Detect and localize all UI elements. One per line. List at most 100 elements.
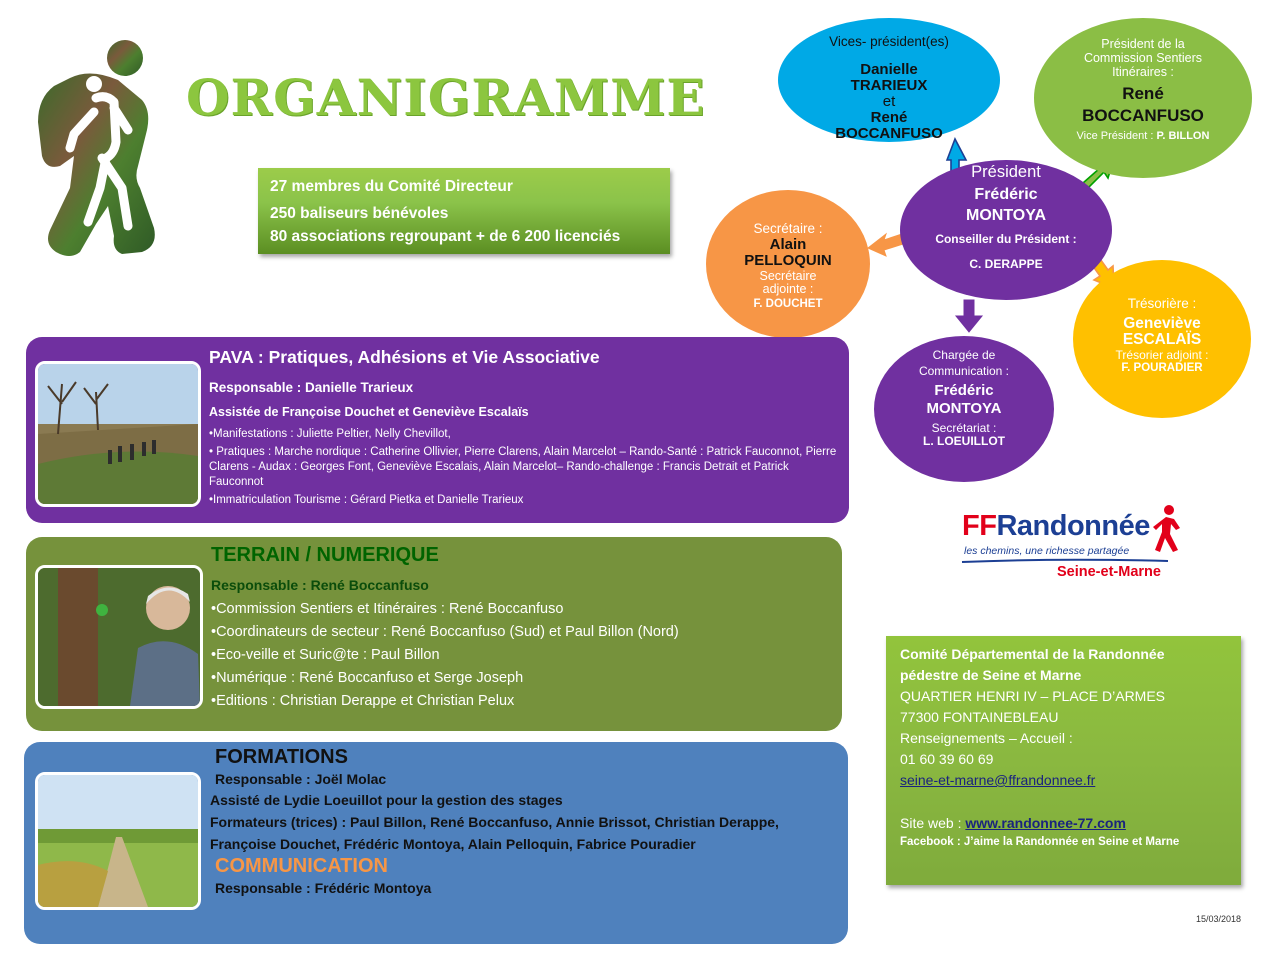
- vice-name4: BOCCANFUSO: [835, 125, 943, 143]
- president-title: Président: [971, 163, 1041, 181]
- commission-vice: Vice Président : P. BILLON: [1034, 130, 1252, 143]
- formations-formateurs: Formateurs (trices) : Paul Billon, René …: [210, 814, 779, 852]
- terrain-heading: TERRAIN / NUMERIQUE: [211, 544, 439, 566]
- commission-name2: BOCCANFUSO: [1082, 106, 1204, 126]
- commission-title1: Président de la: [1101, 37, 1185, 51]
- hiker-logo: [38, 40, 155, 256]
- conseiller-name: C. DERAPPE: [969, 256, 1043, 271]
- pava-content: PAVA : Pratiques, Adhésions et Vie Assoc…: [209, 347, 839, 508]
- bubble-secretaire: Secrétaire : Alain PELLOQUIN Secrétaire …: [706, 190, 870, 338]
- commission-vice-name: P. BILLON: [1156, 130, 1210, 143]
- contact-web: Site web : www.randonnee-77.com: [900, 813, 1227, 834]
- formations-responsable: Responsable : Joël Molac: [215, 771, 387, 787]
- secretaire-adj-name: F. DOUCHET: [753, 297, 823, 310]
- terrain-content: TERRAIN / NUMERIQUE Responsable : René B…: [211, 544, 831, 713]
- communication-sec-label: Secrétariat :: [931, 421, 997, 436]
- communication-heading: COMMUNICATION: [215, 855, 388, 877]
- stats-members: 27 membres du Comité Directeur: [270, 178, 513, 195]
- commission-title2: Commission Sentiers: [1083, 50, 1203, 65]
- formations-assiste: Assisté de Lydie Loeuillot pour la gesti…: [210, 792, 563, 808]
- formations-heading: FORMATIONS: [215, 746, 348, 768]
- tresoriere-name1: Geneviève: [1123, 314, 1201, 332]
- logo-wordmark: FFRandonnée: [962, 510, 1150, 543]
- tresoriere-name2: ESCALAÏS: [1122, 331, 1202, 349]
- pava-item-pratiques: • Pratiques : Marche nordique : Catherin…: [209, 446, 837, 488]
- panel-formations: FORMATIONS Responsable : Joël Molac Assi…: [24, 742, 848, 944]
- terrain-item-eco-veille: •Eco-veille et Suric@te : Paul Billon: [211, 647, 440, 663]
- contact-web-link[interactable]: www.randonnee-77.com: [965, 815, 1126, 831]
- arrow-to-communication: [954, 299, 984, 333]
- contact-address2: 77300 FONTAINEBLEAU: [900, 709, 1059, 725]
- pava-responsable: Responsable : Danielle Trarieux: [209, 380, 414, 395]
- commission-vice-label: Vice Président :: [1076, 130, 1154, 143]
- hikers-group-image: [38, 364, 198, 504]
- communication-sec-name: L. LOEUILLOT: [923, 434, 1005, 449]
- panel-terrain-numerique: TERRAIN / NUMERIQUE Responsable : René B…: [26, 537, 842, 731]
- logo-ff: FF: [962, 510, 997, 542]
- logo-region: Seine-et-Marne: [1057, 564, 1161, 580]
- terrain-item-numerique: •Numérique : René Boccanfuso et Serge Jo…: [211, 670, 524, 686]
- country-path-image: [38, 775, 198, 907]
- conseiller-label: Conseiller du Président :: [935, 232, 1077, 246]
- contact-org-line2: pédestre de Seine et Marne: [900, 667, 1082, 683]
- terrain-item-coordinateurs: •Coordinateurs de secteur : René Boccanf…: [211, 624, 679, 640]
- contact-spacer: [900, 791, 1227, 813]
- page-title: ORGANIGRAMME: [186, 68, 706, 127]
- pava-item-manifestations: •Manifestations : Juliette Peltier, Nell…: [209, 428, 451, 440]
- communication-title2: Communication :: [918, 363, 1010, 378]
- contact-email-link[interactable]: seine-et-marne@ffrandonnee.fr: [900, 772, 1096, 788]
- contact-phone: 01 60 39 60 69: [900, 751, 994, 767]
- contact-facebook: Facebook : J’aime la Randonnée en Seine …: [900, 836, 1180, 848]
- contact-address1: QUARTIER HENRI IV – PLACE D’ARMES: [900, 688, 1166, 704]
- contact-box: Comité Départemental de la Randonnée péd…: [886, 636, 1241, 885]
- contact-org-line1: Comité Départemental de la Randonnée: [900, 646, 1165, 662]
- secretaire-adj1: Secrétaire: [759, 268, 817, 283]
- panel-pava: PAVA : Pratiques, Adhésions et Vie Assoc…: [26, 337, 849, 523]
- walker-icon: [1153, 505, 1180, 552]
- communication-name2: MONTOYA: [926, 400, 1002, 418]
- document-date: 15/03/2018: [1196, 914, 1242, 924]
- bubble-vice-presidents: Vices- président(es) Danielle TRARIEUX e…: [778, 18, 1000, 142]
- trail-marking-image: [38, 568, 200, 706]
- stats-associations: 80 associations regroupant + de 6 200 li…: [270, 228, 621, 245]
- stats-volunteers: 250 baliseurs bénévoles: [270, 205, 449, 222]
- vice-title: Vices- président(es): [829, 34, 949, 49]
- logo-tagline: les chemins, une richesse partagée: [964, 545, 1130, 557]
- communication-title1: Chargée de: [932, 348, 996, 362]
- terrain-responsable: Responsable : René Boccanfuso: [211, 577, 429, 593]
- arrow-to-secretaire: [867, 232, 904, 257]
- bubble-commission-sentiers: Président de la Commission Sentiers Itin…: [1034, 18, 1252, 178]
- communication-responsable: Responsable : Frédéric Montoya: [215, 880, 432, 896]
- tresoriere-title: Trésorière :: [1127, 296, 1197, 311]
- pava-item-immatriculation: •Immatriculation Tourisme : Gérard Pietk…: [209, 494, 524, 506]
- president-name2: MONTOYA: [965, 207, 1046, 225]
- secretaire-adj2: adjointe :: [762, 282, 814, 297]
- communication-name1: Frédéric: [934, 382, 994, 400]
- bubble-president: Président Frédéric MONTOYA Conseiller du…: [900, 160, 1112, 300]
- bubble-communication: Chargée de Communication : Frédéric MONT…: [874, 336, 1054, 482]
- secretaire-name2: PELLOQUIN: [744, 251, 832, 269]
- tresoriere-adj: Trésorier adjoint :: [1115, 348, 1209, 363]
- photo-hikers-group: [35, 361, 201, 507]
- vice-name1: Danielle: [860, 60, 918, 78]
- formations-content: FORMATIONS Responsable : Joël Molac Assi…: [210, 746, 810, 896]
- vice-name2: TRARIEUX: [850, 76, 928, 94]
- pava-assistee: Assistée de Françoise Douchet et Geneviè…: [209, 405, 529, 419]
- photo-country-path: [35, 772, 201, 910]
- secretaire-title: Secrétaire :: [753, 221, 823, 236]
- contact-web-label: Site web :: [900, 815, 962, 831]
- vice-name3: René: [870, 109, 908, 127]
- terrain-item-editions: •Editions : Christian Derappe et Christi…: [211, 693, 515, 709]
- commission-name1: René: [1122, 84, 1164, 104]
- photo-trail-marking: [35, 565, 203, 709]
- vice-and: et: [882, 92, 896, 110]
- logo-randonnee: Randonnée: [996, 510, 1150, 542]
- ffrandonnee-logo: FFRandonnée les chemins, une richesse pa…: [960, 500, 1190, 590]
- commission-title3: Itinéraires :: [1112, 64, 1174, 79]
- secretaire-name1: Alain: [769, 235, 807, 253]
- president-name1: Frédéric: [974, 185, 1038, 203]
- terrain-item-commission: •Commission Sentiers et Itinéraires : Re…: [211, 601, 564, 617]
- stats-box: 27 membres du Comité Directeur 250 balis…: [258, 168, 670, 254]
- pava-heading: PAVA : Pratiques, Adhésions et Vie Assoc…: [209, 347, 600, 367]
- tresoriere-adj-name: F. POURADIER: [1121, 362, 1203, 374]
